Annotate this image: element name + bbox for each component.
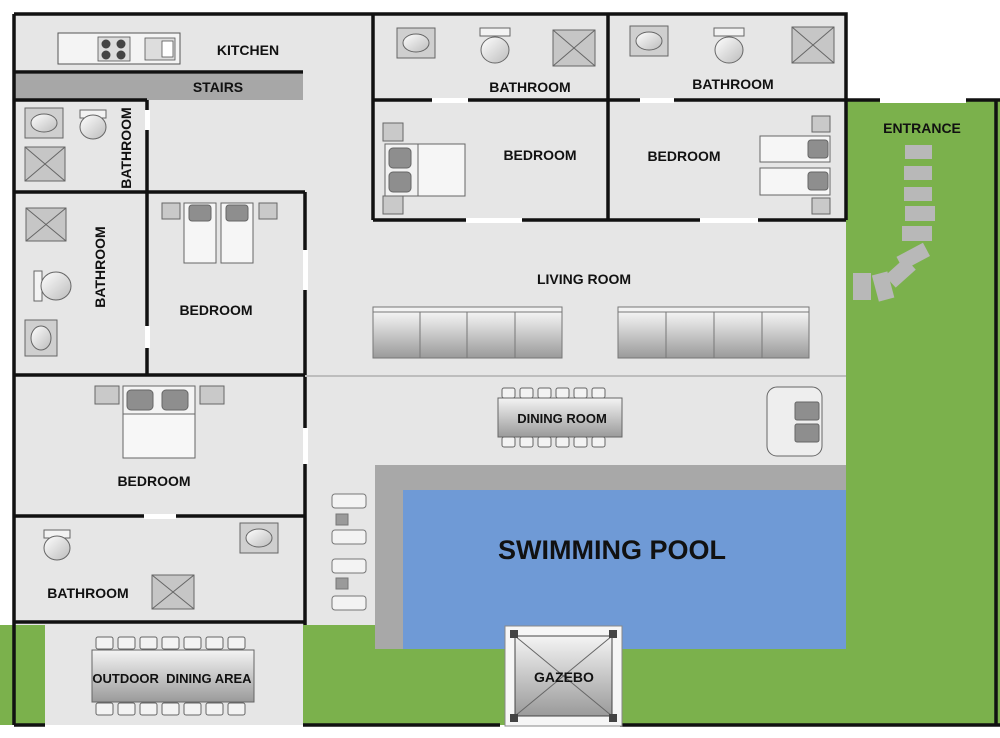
kitchen-counter — [57, 32, 181, 65]
doors — [144, 98, 966, 519]
outdoor-dining-table — [91, 636, 255, 716]
label-kitchen: KITCHEN — [216, 42, 280, 58]
label-living-room: LIVING ROOM — [536, 271, 632, 287]
dining-table — [497, 387, 623, 448]
side-unit — [766, 386, 823, 457]
entrance-stepping-stones — [853, 145, 935, 302]
label-bathroom-top-right: BATHROOM — [692, 76, 774, 92]
label-bedroom-mid: BEDROOM — [503, 147, 577, 163]
label-bathroom-left-small: BATHROOM — [118, 107, 134, 189]
label-bedroom-lower-left: BEDROOM — [117, 473, 191, 489]
label-entrance: ENTRANCE — [883, 120, 961, 136]
label-stairs: STAIRS — [192, 79, 244, 95]
label-bedroom-right: BEDROOM — [647, 148, 721, 164]
label-swimming-pool: SWIMMING POOL — [498, 535, 726, 565]
beds — [94, 115, 831, 459]
label-dining-room: DINING ROOM — [517, 411, 607, 426]
pool-loungers — [331, 493, 367, 611]
living-room-sofas — [372, 306, 810, 359]
label-bathroom-left-tall: BATHROOM — [92, 226, 108, 308]
label-bathroom-bottom-left: BATHROOM — [47, 585, 129, 601]
label-gazebo: GAZEBO — [534, 669, 594, 685]
label-outdoor-dining-area: OUTDOOR DINING AREA — [92, 671, 252, 686]
gazebo — [504, 625, 623, 727]
swimming-pool — [403, 490, 846, 649]
label-bathroom-top-mid: BATHROOM — [489, 79, 571, 95]
stairs — [14, 74, 303, 100]
bathroom-fixtures — [24, 25, 835, 610]
label-bedroom-left: BEDROOM — [179, 302, 253, 318]
